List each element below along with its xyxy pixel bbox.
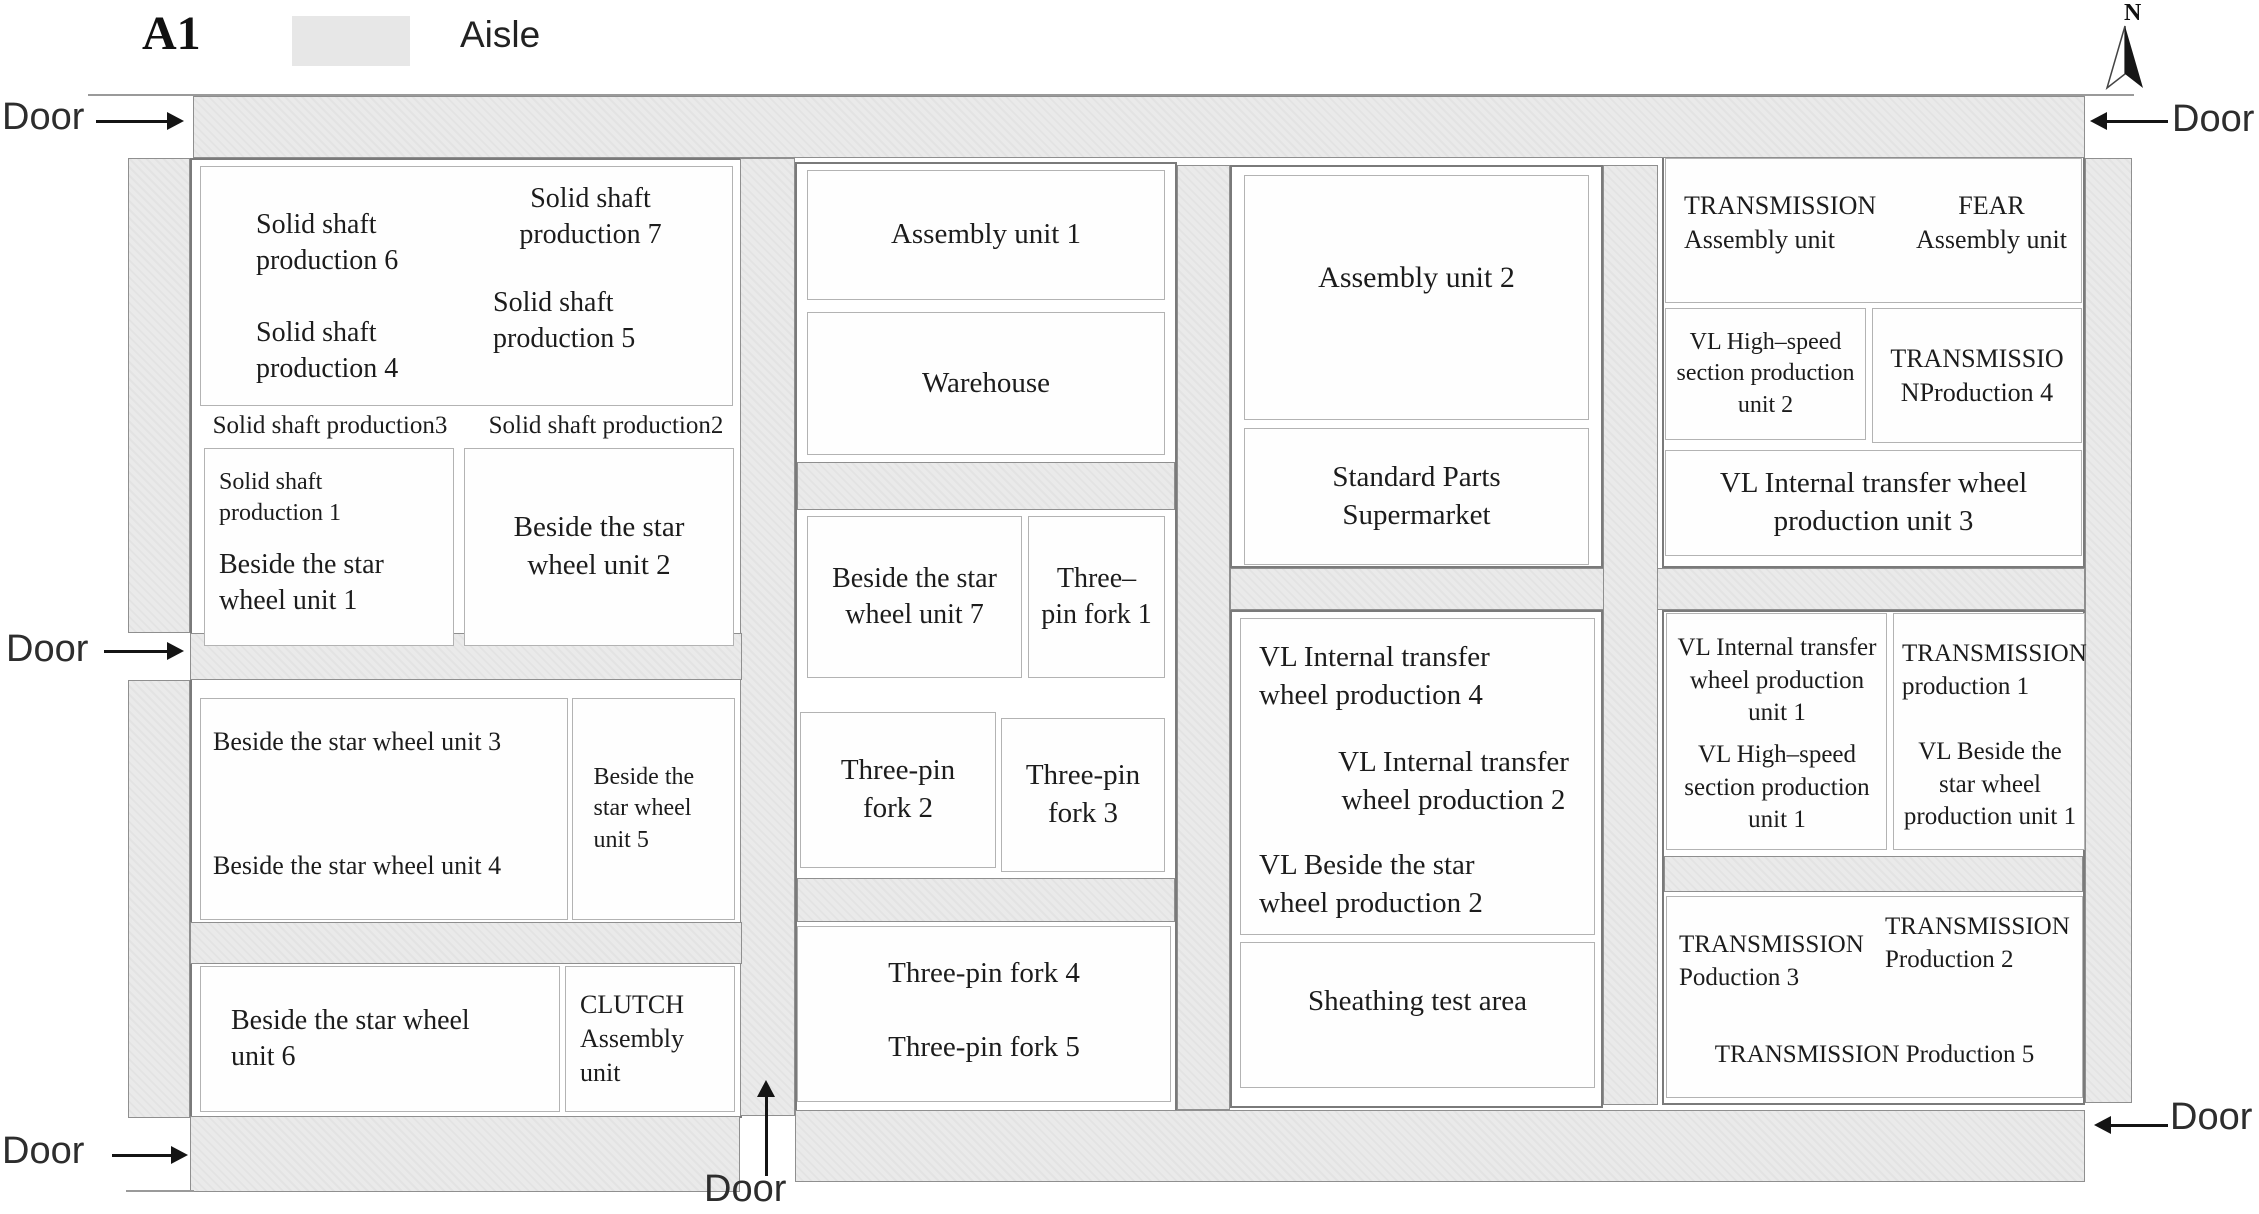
room-three-pin-fork-4-5: Three-pin fork 4 Three-pin fork 5 [797,926,1171,1102]
room-label: VL Internal transfer wheel production un… [1677,634,1877,726]
room-label: Three-pin fork 4 [888,957,1080,989]
room-label: Beside the star wheel unit 7 [832,562,997,630]
aisle-centerright-vertical [1177,165,1230,1110]
room-transmission-fear-assembly: TRANSMISSION Assembly unit FEAR Assembly… [1665,158,2082,303]
room-three-pin-fork-1: Three–pin fork 1 [1028,516,1165,678]
room-star-wheel-7: Beside the star wheel unit 7 [807,516,1022,678]
door-label-bottom-left: Door [2,1130,85,1172]
aisle-center-vertical [740,158,795,1116]
aisle-farright-internal [1664,856,2083,892]
door-label-bottom-right: Door [2170,1096,2253,1138]
aisle-left-lower-horizontal [190,922,742,964]
room-label: Solid shaft production 7 [519,183,662,251]
room-three-pin-fork-3: Three-pin fork 3 [1001,718,1165,872]
room-label: TRANSMISSION production 1 [1902,640,2087,700]
room-label: VL High–speed section production unit 1 [1684,741,1870,833]
label-solid-shaft-3: Solid shaft production3 [212,412,448,439]
room-label: TRANSMISSION Poduction 3 [1679,931,1864,991]
room-warehouse: Warehouse [807,312,1165,455]
room-label: VL Internal transfer wheel production 4 [1259,641,1490,711]
room-label: VL Beside the star wheel production 2 [1259,849,1483,919]
aisle-farright-vertical [1603,165,1658,1105]
room-label: Beside the star wheel unit 2 [513,511,685,581]
door-label-bottom-center: Door [704,1168,787,1210]
room-label: Standard Parts Supermarket [1332,460,1501,531]
aisle-bottom-right [795,1110,2085,1182]
room-star-wheel-2: Beside the star wheel unit 2 [464,448,734,646]
aisle-legend-label: Aisle [460,14,541,55]
room-sheathing-test-area: Sheathing test area [1240,942,1595,1088]
door-label-top-right: Door [2172,98,2255,140]
door-label-mid-left: Door [6,628,89,670]
room-label: Beside the star wheel unit 3 [213,727,502,756]
room-label: TRANSMISSION Production 2 [1885,913,2070,973]
aisle-legend-swatch [292,16,410,66]
room-clutch-assembly: CLUTCH Assembly unit [565,966,735,1112]
room-label: Three-pin fork 5 [888,1031,1080,1063]
room-assembly-unit-1: Assembly unit 1 [807,170,1165,300]
aisle-right-edge [2085,158,2132,1103]
room-label: Beside the star wheel unit 1 [219,549,384,617]
room-label: Beside the star wheel unit 4 [213,851,502,880]
door-label-top-left: Door [2,96,85,138]
room-label: VL Internal transfer wheel production un… [1719,467,2028,537]
door-arrow-bottom-right-icon [2094,1116,2168,1134]
room-transmission-production-4: TRANSMISSIO NProduction 4 [1872,308,2082,443]
room-vl-high-speed-unit-2: VL High–speed section production unit 2 [1665,308,1866,440]
room-label: Solid shaft production 6 [256,209,399,277]
room-solid-shaft-1-star-wheel-1: Solid shaft production 1 Beside the star… [204,448,454,646]
room-label: Solid shaft production 5 [493,287,636,355]
room-label: TRANSMISSION Production 5 [1714,1041,2035,1068]
room-label: Three-pin fork 2 [840,754,956,824]
room-label: Beside the star wheel unit 6 [231,1004,470,1072]
room-label: Warehouse [921,366,1051,399]
room-label: Solid shaft production 1 [219,469,341,527]
room-vl-wheel-production: VL Internal transfer wheel production 4 … [1240,618,1595,935]
aisle-left-wall-upper [128,158,190,633]
aisle-center-lower-horizontal [797,878,1175,922]
top-wall-line [88,94,2134,96]
room-label: Sheathing test area [1307,985,1528,1018]
room-label: VL High–speed section production unit 2 [1676,329,1855,418]
aisle-center-mid-horizontal [797,462,1175,510]
room-solid-shaft-4-5-6-7: Solid shaft production 6 Solid shaft pro… [200,166,733,406]
room-standard-parts-supermarket: Standard Parts Supermarket [1244,428,1589,565]
door-arrow-mid-left-icon [104,642,184,660]
room-vl-wheel-unit-3: VL Internal transfer wheel production un… [1665,450,2082,556]
page-title: A1 [142,7,201,60]
compass-north-label: N [2124,0,2142,26]
room-label: Three–pin fork 1 [1041,562,1152,630]
room-vl-unit-1-left: VL Internal transfer wheel production un… [1666,613,1887,850]
room-star-wheel-6: Beside the star wheel unit 6 [200,966,560,1112]
label-solid-shaft-2: Solid shaft production2 [488,412,724,439]
aisle-bottom-left [190,1116,740,1192]
room-label: TRANSMISSIO NProduction 4 [1890,343,2064,407]
door-arrow-top-right-icon [2090,112,2168,130]
door-arrow-top-left-icon [96,112,184,130]
door-arrow-bottom-left-icon [112,1146,188,1164]
room-label: VL Beside the star wheel production unit… [1903,738,2077,830]
room-assembly-unit-2: Assembly unit 2 [1244,175,1589,420]
aisle-top [193,96,2085,158]
room-label: TRANSMISSION Assembly unit [1684,191,1877,254]
room-star-wheel-3-4: Beside the star wheel unit 3 Beside the … [200,698,568,920]
room-transmission-2-3-5: TRANSMISSION Poduction 3 TRANSMISSION Pr… [1666,896,2083,1098]
room-label: Assembly unit 2 [1318,261,1515,294]
room-label: CLUTCH Assembly unit [580,990,684,1087]
room-three-pin-fork-2: Three-pin fork 2 [800,712,996,868]
room-label: Solid shaft production 4 [256,317,399,385]
room-star-wheel-5: Beside the star wheel unit 5 [572,698,735,920]
door-arrow-bottom-center-icon [757,1080,775,1176]
room-vl-unit-1-right: TRANSMISSION production 1 VL Beside the … [1893,613,2087,850]
door-sill-line-bottom-left [126,1190,194,1192]
aisle-left-wall-lower [128,680,190,1118]
room-label: Beside the star wheel unit 5 [593,764,695,853]
room-label: FEAR Assembly unit [1916,191,2067,254]
room-label: VL Internal transfer wheel production 2 [1338,746,1569,816]
room-label: Assembly unit 1 [890,218,1082,251]
compass-needle-icon [2105,25,2143,91]
room-label: Three-pin fork 3 [1025,759,1141,829]
